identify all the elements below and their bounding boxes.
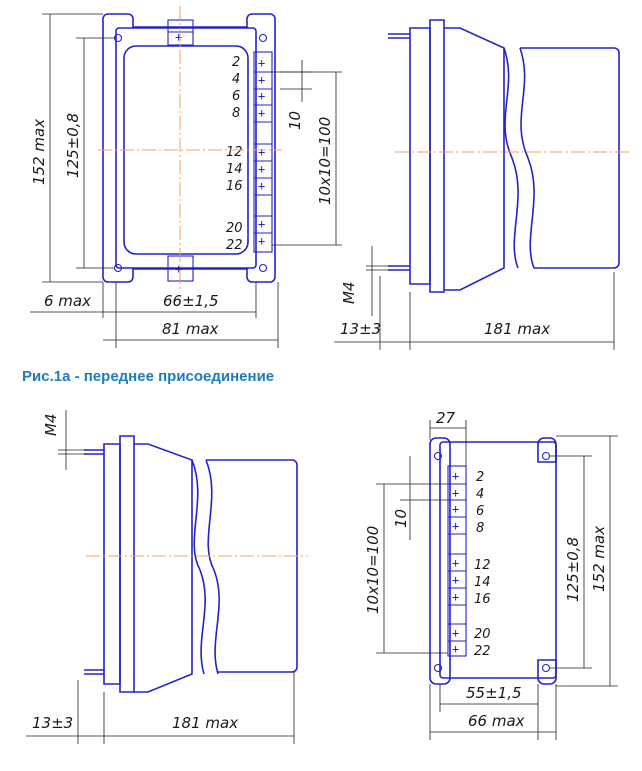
svg-text:+: + xyxy=(258,234,265,248)
rear-offset: 27 xyxy=(436,409,456,427)
svg-text:+: + xyxy=(452,642,459,656)
svg-text:+: + xyxy=(258,217,265,231)
rear-total-width: 66 max xyxy=(468,712,525,730)
svg-text:+: + xyxy=(258,56,265,70)
svg-text:+: + xyxy=(258,106,265,120)
side-depth-bottom: 181 max xyxy=(172,714,238,732)
side-view-top: M4 13±3 181 max xyxy=(334,19,632,350)
svg-text:+: + xyxy=(452,590,459,604)
svg-text:+: + xyxy=(175,30,182,44)
svg-text:+: + xyxy=(258,89,265,103)
front-pin-2: 2 xyxy=(232,55,240,70)
rear-mount-spacing: 125±0,8 xyxy=(564,537,582,602)
rear-pin-8: 8 xyxy=(476,521,484,536)
front-pin-6: 6 xyxy=(232,89,240,104)
rear-pins-span: 10x10=100 xyxy=(364,526,382,614)
rear-view: ++ ++ ++ ++ + 2 4 6 8 12 14 16 20 22 27 … xyxy=(364,409,618,740)
svg-text:+: + xyxy=(452,626,459,640)
rear-pin-2: 2 xyxy=(476,470,484,485)
side-thread-bottom: M4 xyxy=(42,414,60,437)
svg-text:+: + xyxy=(258,73,265,87)
rear-inner-width: 55±1,5 xyxy=(466,684,522,702)
rear-pin-22: 22 xyxy=(474,644,491,659)
svg-text:+: + xyxy=(452,469,459,483)
front-view: + + + + + + + + + + + 2 4 6 8 12 14 16 20 22 xyxy=(30,6,342,348)
front-total-width: 81 max xyxy=(162,320,219,338)
rear-pin-14: 14 xyxy=(474,575,491,590)
front-left-tab: 6 max xyxy=(44,292,91,310)
svg-text:+: + xyxy=(452,486,459,500)
front-height-max: 152 max xyxy=(30,119,48,185)
svg-text:+: + xyxy=(258,145,265,159)
svg-text:+: + xyxy=(452,556,459,570)
figure-caption: Рис.1а - переднее присоединение xyxy=(22,368,274,385)
svg-text:+: + xyxy=(258,162,265,176)
side-view-bottom: M4 13±3 181 max xyxy=(26,410,308,744)
front-pin-22: 22 xyxy=(226,238,243,253)
side-stud-length-top: 13±3 xyxy=(340,320,381,338)
rear-pin-20: 20 xyxy=(474,627,491,642)
front-inner-width: 66±1,5 xyxy=(163,292,219,310)
side-thread-top: M4 xyxy=(340,282,358,305)
front-pitch: 10 xyxy=(286,111,304,130)
front-mount-spacing: 125±0,8 xyxy=(64,113,82,178)
svg-text:+: + xyxy=(452,519,459,533)
rear-pitch: 10 xyxy=(392,509,410,528)
rear-pin-16: 16 xyxy=(474,592,491,607)
rear-pin-12: 12 xyxy=(474,558,491,573)
rear-pin-6: 6 xyxy=(476,504,484,519)
front-pin-16: 16 xyxy=(226,179,243,194)
rear-height-max: 152 max xyxy=(590,526,608,592)
rear-pin-4: 4 xyxy=(476,487,484,502)
side-stud-length-bottom: 13±3 xyxy=(32,714,73,732)
front-pin-14: 14 xyxy=(226,162,243,177)
front-terminal-plus-marks: + + + + + + + + + xyxy=(258,56,265,248)
front-pin-12: 12 xyxy=(226,145,243,160)
svg-text:+: + xyxy=(258,179,265,193)
svg-text:+: + xyxy=(452,573,459,587)
front-pins-span: 10x10=100 xyxy=(316,117,334,205)
side-depth-top: 181 max xyxy=(484,320,550,338)
svg-text:+: + xyxy=(452,502,459,516)
front-pin-8: 8 xyxy=(232,106,240,121)
front-pin-20: 20 xyxy=(226,221,243,236)
rear-terminal-plus-marks: + + + + + + + + + xyxy=(452,469,459,656)
front-pin-4: 4 xyxy=(232,72,240,87)
svg-text:+: + xyxy=(175,262,182,276)
